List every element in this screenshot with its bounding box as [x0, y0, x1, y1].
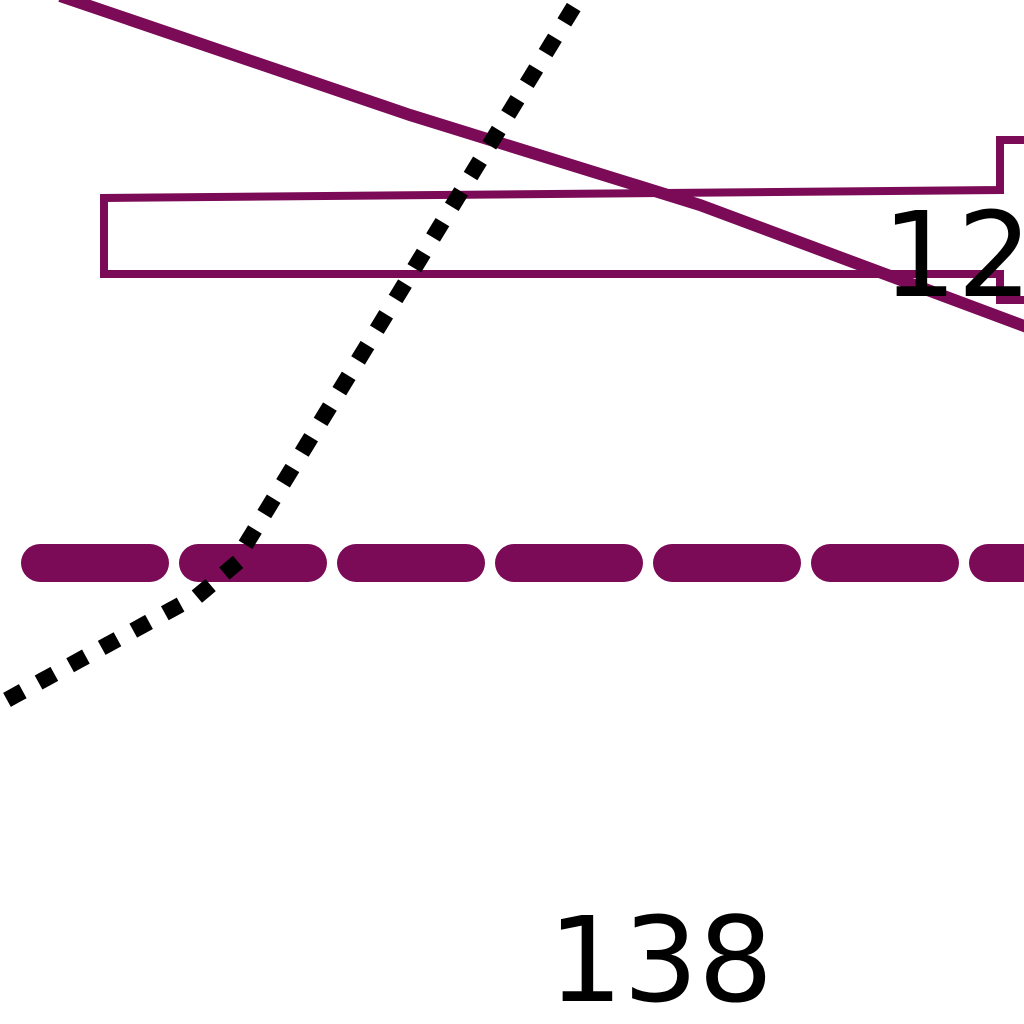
dotted-boundary-line [3, 0, 588, 707]
route-label-138: 138 [548, 891, 773, 1024]
route-shield-outline [100, 136, 1024, 304]
diagonal-road [58, 0, 1024, 333]
route-label-129: 129 [882, 186, 1024, 324]
